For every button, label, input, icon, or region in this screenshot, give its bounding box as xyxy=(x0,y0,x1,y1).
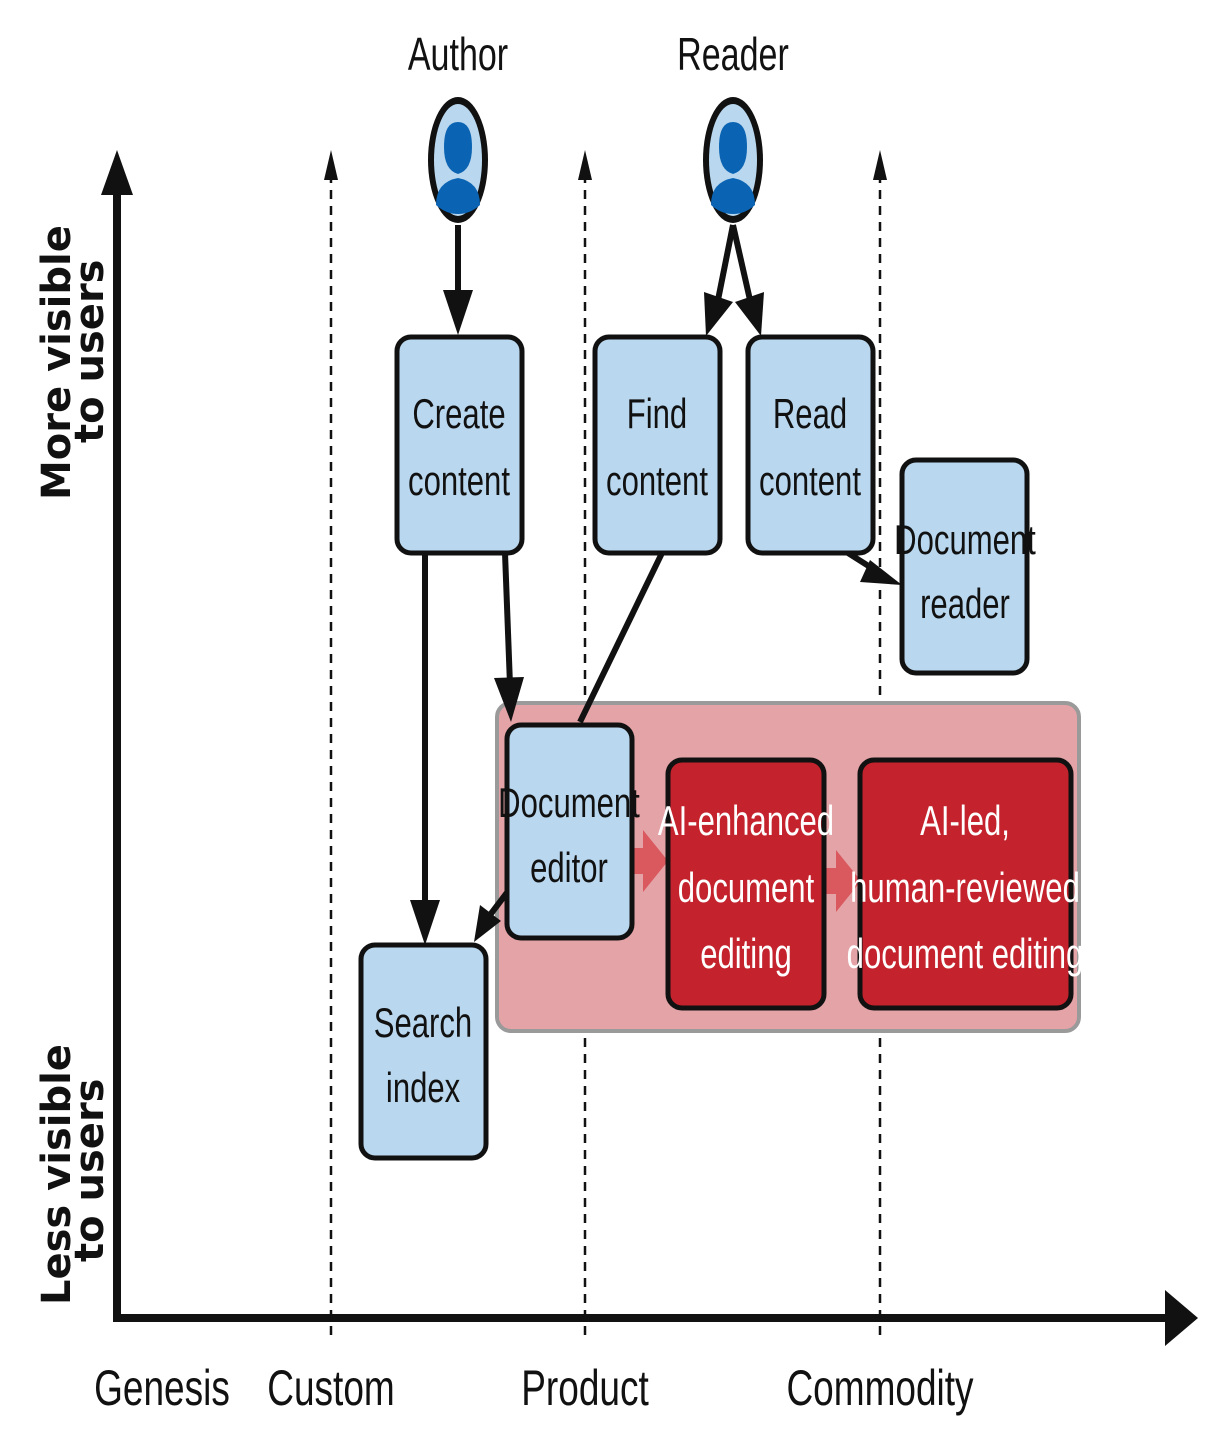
stage-product: Product xyxy=(521,1361,648,1417)
svg-text:content: content xyxy=(606,457,708,504)
link-reader-read xyxy=(730,224,753,301)
node-create-content: Create content xyxy=(394,334,525,556)
dependencies xyxy=(410,224,902,945)
svg-text:Search: Search xyxy=(374,999,472,1046)
svg-text:editing: editing xyxy=(700,930,792,977)
evolution-arrow-1 xyxy=(632,830,668,892)
arrowhead-author-create xyxy=(443,290,473,335)
svg-text:AI-led,: AI-led, xyxy=(920,797,1010,844)
svg-text:Read: Read xyxy=(773,390,847,437)
stage-custom: Custom xyxy=(267,1361,394,1417)
reader-user: Reader xyxy=(677,28,789,223)
arrowhead-reader-read xyxy=(735,292,764,336)
svg-text:human-reviewed: human-reviewed xyxy=(850,864,1080,911)
svg-text:More visible: More visible xyxy=(34,225,80,500)
y-axis xyxy=(101,150,133,1318)
author-label: Author xyxy=(408,28,508,80)
svg-text:AI-enhanced: AI-enhanced xyxy=(658,797,834,844)
node-document-reader: Document reader xyxy=(894,457,1036,676)
link-find-editor xyxy=(577,551,665,724)
arrowhead-create-editor xyxy=(494,677,524,722)
arrowhead-reader-find xyxy=(704,292,733,336)
reader-label: Reader xyxy=(677,28,789,80)
svg-text:content: content xyxy=(759,457,861,504)
divider-arrowheads xyxy=(324,150,887,180)
svg-text:reader: reader xyxy=(920,580,1010,627)
node-find-content: Find content xyxy=(592,334,723,556)
arrowhead-editor-search xyxy=(474,905,501,942)
stage-commodity: Commodity xyxy=(786,1361,973,1417)
node-search-index: Search index xyxy=(358,942,489,1161)
svg-text:Document: Document xyxy=(498,779,640,826)
svg-text:Create: Create xyxy=(412,390,505,437)
svg-text:document editing: document editing xyxy=(847,930,1084,977)
y-axis-label-bottom: Less visible to users xyxy=(34,1044,113,1305)
evolution-arrows xyxy=(632,830,861,912)
svg-text:index: index xyxy=(386,1064,461,1111)
author-user: Author xyxy=(408,28,508,223)
node-document-editor: Document editor xyxy=(498,722,640,941)
link-create-editor xyxy=(502,552,513,686)
y-axis-label-top: More visible to users xyxy=(34,225,113,500)
reader-icon xyxy=(703,97,763,223)
svg-text:to users: to users xyxy=(67,1079,113,1262)
svg-text:to users: to users xyxy=(67,260,113,443)
stage-genesis: Genesis xyxy=(94,1361,230,1417)
arrowhead-create-search xyxy=(410,900,440,945)
svg-text:Find: Find xyxy=(627,390,687,437)
svg-text:Less visible: Less visible xyxy=(34,1044,80,1305)
svg-text:editor: editor xyxy=(530,844,608,891)
x-axis xyxy=(113,1290,1198,1346)
author-icon xyxy=(428,97,488,223)
node-read-content: Read content xyxy=(745,334,876,556)
evolution-arrow-2 xyxy=(825,850,861,912)
svg-text:document: document xyxy=(678,864,814,911)
arrowhead-read-reader xyxy=(860,560,902,585)
svg-text:content: content xyxy=(408,457,510,504)
node-ai-led-editing: AI-led, human-reviewed document editing xyxy=(847,757,1084,1011)
node-ai-enhanced-editing: AI-enhanced document editing xyxy=(658,757,834,1011)
link-reader-find xyxy=(715,224,736,301)
svg-text:Document: Document xyxy=(894,516,1036,563)
